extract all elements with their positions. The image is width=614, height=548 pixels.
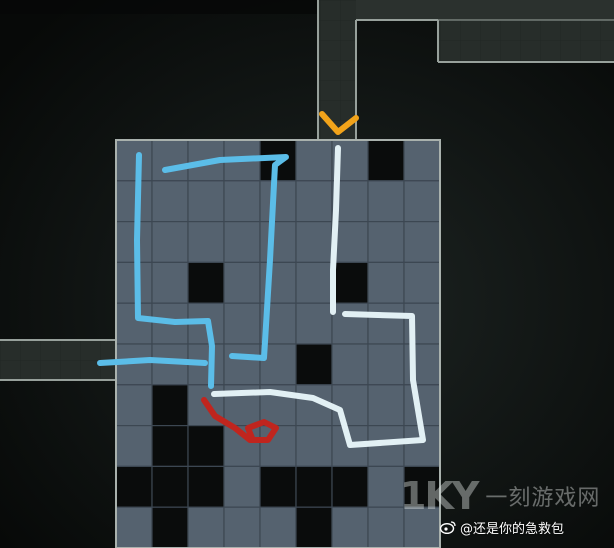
corridor-left: [0, 339, 116, 381]
maze-cell-floor: [403, 221, 441, 264]
maze-cell-blocked: [331, 261, 369, 304]
watermark-logo: 1KY 一刻游戏网: [400, 474, 614, 518]
maze-cell-floor: [295, 139, 333, 182]
maze-cell-floor: [187, 506, 225, 548]
maze-cell-blocked: [187, 425, 225, 468]
maze-cell-floor: [367, 343, 405, 386]
maze-cell-floor: [367, 506, 405, 548]
maze-cell-floor: [331, 343, 369, 386]
maze-cell-floor: [367, 302, 405, 345]
start-arrow-icon: [319, 111, 359, 135]
maze-cell-blocked: [187, 261, 225, 304]
maze-cell-floor: [403, 180, 441, 223]
maze-cell-floor: [331, 506, 369, 548]
white-path: [211, 145, 426, 448]
watermark-credit: @还是你的急救包: [440, 515, 612, 539]
maze-cell-floor: [223, 343, 261, 386]
maze-cell-floor: [115, 139, 153, 182]
maze-cell-floor: [367, 261, 405, 304]
maze-cell-floor: [367, 180, 405, 223]
watermark-logo-text: 一刻游戏网: [485, 486, 601, 511]
maze-cell-floor: [259, 425, 297, 468]
maze-cell-floor: [295, 221, 333, 264]
maze-cell-floor: [367, 384, 405, 427]
maze-cell-floor: [331, 302, 369, 345]
maze-cell-floor: [115, 221, 153, 264]
maze-cell-blocked: [187, 465, 225, 508]
maze-cell-floor: [115, 384, 153, 427]
maze-cell-floor: [223, 465, 261, 508]
maze-cell-blocked: [331, 465, 369, 508]
maze-cell-blocked: [295, 506, 333, 548]
maze-cell-floor: [295, 302, 333, 345]
maze-cell-floor: [295, 425, 333, 468]
maze-cell-blocked: [115, 465, 153, 508]
maze-cell-floor: [403, 343, 441, 386]
maze-grid: [115, 139, 441, 548]
maze-cell-floor: [259, 221, 297, 264]
maze-cell-floor: [115, 302, 153, 345]
maze-cell-floor: [403, 261, 441, 304]
maze-cell-floor: [223, 221, 261, 264]
red-path: [201, 397, 279, 443]
maze-cell-blocked: [151, 425, 189, 468]
maze-cell-floor: [115, 425, 153, 468]
maze-cell-blocked: [151, 506, 189, 548]
maze-cell-floor: [223, 506, 261, 548]
watermark-logo-mark: 1KY: [400, 474, 479, 518]
blue-path-outer: [134, 152, 215, 389]
maze-cell-floor: [295, 180, 333, 223]
maze-cell-floor: [151, 221, 189, 264]
maze-cell-floor: [151, 180, 189, 223]
maze-cell-blocked: [151, 465, 189, 508]
maze-cell-floor: [187, 180, 225, 223]
maze-cell-floor: [259, 180, 297, 223]
maze-cell-floor: [115, 180, 153, 223]
maze-cell-blocked: [259, 465, 297, 508]
solution-paths: [97, 111, 426, 448]
maze-cell-floor: [223, 180, 261, 223]
maze-cell-floor: [115, 506, 153, 548]
maze-cell-floor: [223, 302, 261, 345]
maze-cell-floor: [403, 139, 441, 182]
maze-cell-floor: [367, 465, 405, 508]
weibo-icon: [440, 521, 456, 534]
maze-cell-floor: [331, 384, 369, 427]
maze-cell-blocked: [295, 465, 333, 508]
blue-path-inner: [162, 154, 289, 361]
maze-cell-floor: [259, 506, 297, 548]
watermark-credit-text: @还是你的急救包: [460, 521, 565, 537]
maze-cell-floor: [151, 139, 189, 182]
maze-cell-floor: [223, 261, 261, 304]
maze-frame: [115, 139, 441, 548]
maze-cell-floor: [115, 261, 153, 304]
blue-path-left: [97, 357, 208, 366]
maze-cell-floor: [187, 221, 225, 264]
maze-cell-blocked: [151, 384, 189, 427]
maze-cell-blocked: [295, 343, 333, 386]
maze-cell-floor: [151, 261, 189, 304]
maze-cell-blocked: [367, 139, 405, 182]
maze-cell-floor: [367, 221, 405, 264]
maze-cell-floor: [295, 261, 333, 304]
